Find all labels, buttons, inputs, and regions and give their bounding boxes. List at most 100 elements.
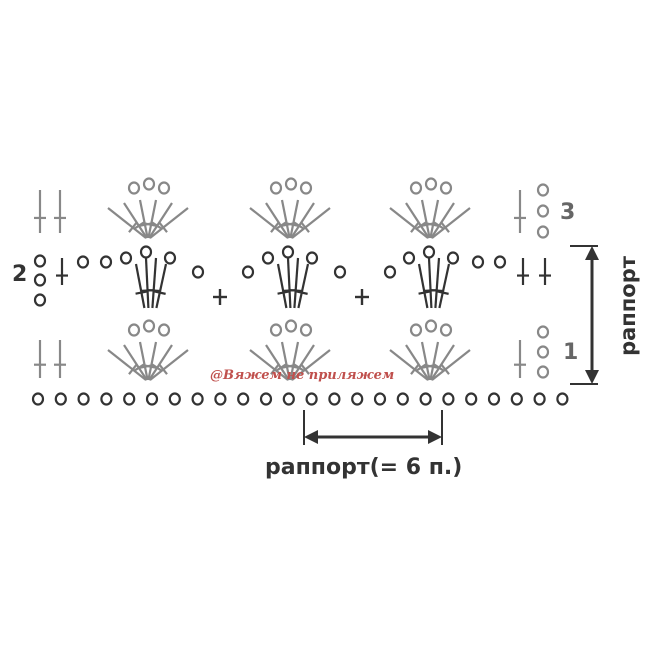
double-crochet-bar xyxy=(433,363,445,372)
double-crochet-stem xyxy=(431,349,471,381)
double-crochet-stem xyxy=(249,349,289,381)
chain-stitch xyxy=(422,245,436,259)
double-crochet-stem xyxy=(417,263,429,309)
double-crochet-bar xyxy=(275,221,287,230)
double-crochet-stem xyxy=(155,263,168,309)
chain-stitch xyxy=(31,392,45,406)
chain-stitch xyxy=(383,265,397,279)
chain-stitch xyxy=(76,255,90,269)
double-crochet-bar xyxy=(275,363,287,372)
chain-stitch xyxy=(328,392,341,406)
chain-stitch xyxy=(333,265,347,279)
chain-stitch xyxy=(351,392,364,406)
double-crochet-stem xyxy=(280,341,291,381)
double-crochet-stem xyxy=(265,202,290,239)
double-crochet-bar xyxy=(147,288,160,293)
chain-stitch xyxy=(536,204,550,218)
chain-stitch xyxy=(157,323,171,337)
double-crochet-bar xyxy=(410,222,420,233)
double-crochet-bar xyxy=(293,221,305,230)
double-crochet-stem xyxy=(148,202,173,239)
chain-stitch xyxy=(536,345,550,359)
chain-stitch xyxy=(284,319,298,333)
double-crochet-stem xyxy=(107,207,147,239)
double-crochet-bar xyxy=(270,222,280,233)
repeat-arrow-head xyxy=(428,430,442,444)
double-crochet-stem xyxy=(151,257,158,309)
chain-stitch xyxy=(33,273,47,287)
chain-stitch xyxy=(145,392,159,406)
chain-stitch xyxy=(282,392,295,406)
chain-stitch xyxy=(442,392,455,406)
chain-stitch xyxy=(191,265,205,279)
double-crochet-bar xyxy=(153,290,166,295)
double-crochet-bar xyxy=(133,221,145,230)
double-crochet-stem xyxy=(429,199,440,239)
chain-stitch xyxy=(536,325,550,339)
double-crochet-stem xyxy=(138,341,149,381)
chain-stitch xyxy=(269,323,283,337)
double-crochet-bar xyxy=(128,222,138,233)
chain-stitch xyxy=(127,323,141,337)
double-crochet-bar xyxy=(151,221,163,230)
chain-stitch xyxy=(214,392,227,406)
double-crochet-bar xyxy=(295,290,308,295)
double-crochet-stem xyxy=(147,341,158,381)
double-crochet-stem xyxy=(434,257,441,309)
double-crochet-bar xyxy=(430,288,443,293)
double-crochet-stem xyxy=(123,202,148,239)
double-crochet-stem xyxy=(430,202,455,239)
chain-stitch xyxy=(269,181,283,195)
double-crochet-bar xyxy=(415,363,427,372)
double-crochet-stem xyxy=(389,349,429,381)
chain-stitch xyxy=(305,251,319,265)
chain-stitch xyxy=(493,255,507,269)
double-crochet-stem xyxy=(405,202,430,239)
double-crochet-bar xyxy=(433,221,445,230)
row-number-2: 2 xyxy=(12,262,28,287)
chain-stitch xyxy=(33,254,47,268)
double-crochet-bar xyxy=(133,363,145,372)
double-crochet-stem xyxy=(420,341,431,381)
chain-stitch xyxy=(409,181,423,195)
chain-stitch xyxy=(373,392,387,406)
chain-stitch xyxy=(465,392,478,406)
double-crochet-stem xyxy=(389,207,429,239)
chain-stitch xyxy=(556,392,569,406)
chain-stitch xyxy=(471,255,485,269)
double-crochet-stem xyxy=(430,344,455,381)
chain-stitch xyxy=(99,255,113,269)
chain-stitch xyxy=(305,392,318,406)
chain-stitch xyxy=(259,392,273,406)
repeat-arrow-head xyxy=(585,370,599,384)
chain-stitch xyxy=(142,319,156,333)
chain-stitch xyxy=(77,392,90,406)
chain-stitch xyxy=(439,323,453,337)
chain-stitch xyxy=(419,392,432,406)
double-crochet-bar xyxy=(158,222,168,233)
chain-stitch xyxy=(54,392,67,406)
double-crochet-bar xyxy=(151,363,163,372)
double-crochet-stem xyxy=(438,263,451,309)
watermark: @Вяжем не приляжем xyxy=(210,368,395,383)
chain-stitch xyxy=(424,319,438,333)
repeat-label-horizontal: раппорт(= 6 п.) xyxy=(265,455,463,480)
chain-stitch xyxy=(446,251,460,265)
double-crochet-stem xyxy=(290,202,315,239)
double-crochet-stem xyxy=(427,257,433,309)
double-crochet-bar xyxy=(415,221,427,230)
double-crochet-stem xyxy=(280,199,291,239)
double-crochet-bar xyxy=(128,364,138,375)
double-crochet-stem xyxy=(289,199,300,239)
chain-stitch xyxy=(299,323,313,337)
double-crochet-stem xyxy=(249,207,289,239)
double-crochet-bar xyxy=(158,364,168,375)
double-crochet-bar xyxy=(300,364,310,375)
chain-stitch xyxy=(402,251,416,265)
double-crochet-stem xyxy=(276,263,288,309)
double-crochet-stem xyxy=(291,349,331,381)
chain-stitch xyxy=(100,392,113,406)
chain-stitch xyxy=(281,245,295,259)
chain-stitch xyxy=(409,323,423,337)
double-crochet-bar xyxy=(418,290,431,295)
